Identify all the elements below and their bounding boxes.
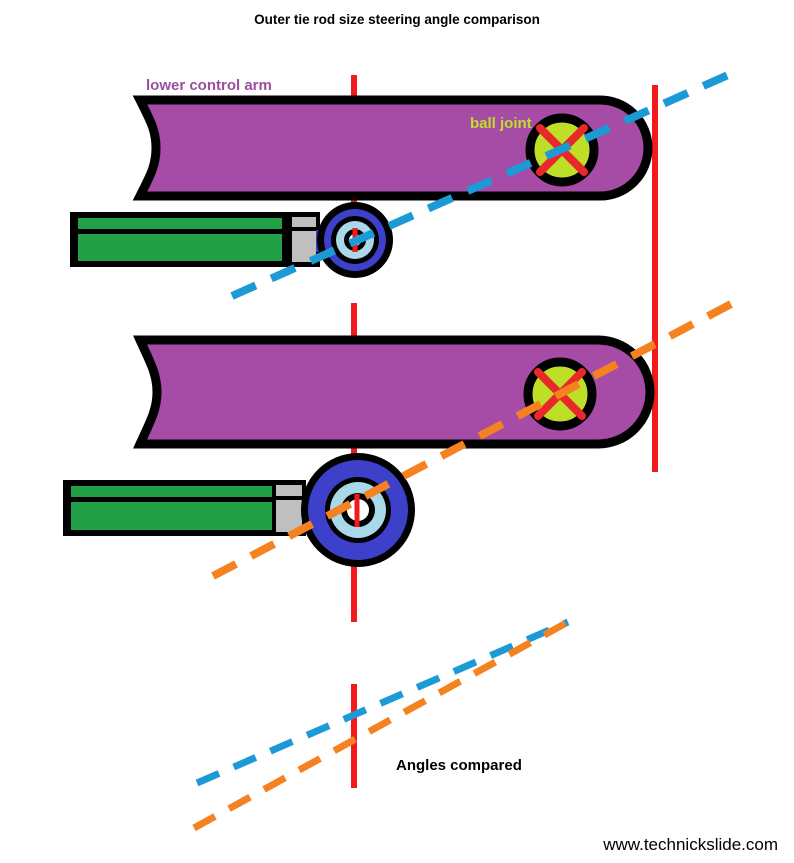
comparison-line-large-angle [192,618,570,832]
label-angles-compared: Angles compared [396,757,522,774]
small-outer-tie-rod-assembly: lower control arm ball joint [70,67,739,472]
watermark-url: www.technickslide.com [602,835,778,854]
label-ball-joint: ball joint [470,115,532,132]
comparison-line-small-angle [195,618,570,787]
outer-tie-rod-small [70,212,338,267]
page-title: Outer tie rod size steering angle compar… [254,12,540,27]
large-outer-tie-rod-assembly [63,299,735,622]
steering-angle-line-small [230,67,739,300]
label-lower-control-arm: lower control arm [146,77,272,94]
angles-compared-panel: Angles compared [192,618,570,832]
steering-knuckle-pivot-large [301,453,415,567]
steering-angle-line-large [211,299,735,580]
outer-tie-rod-large [63,480,306,536]
